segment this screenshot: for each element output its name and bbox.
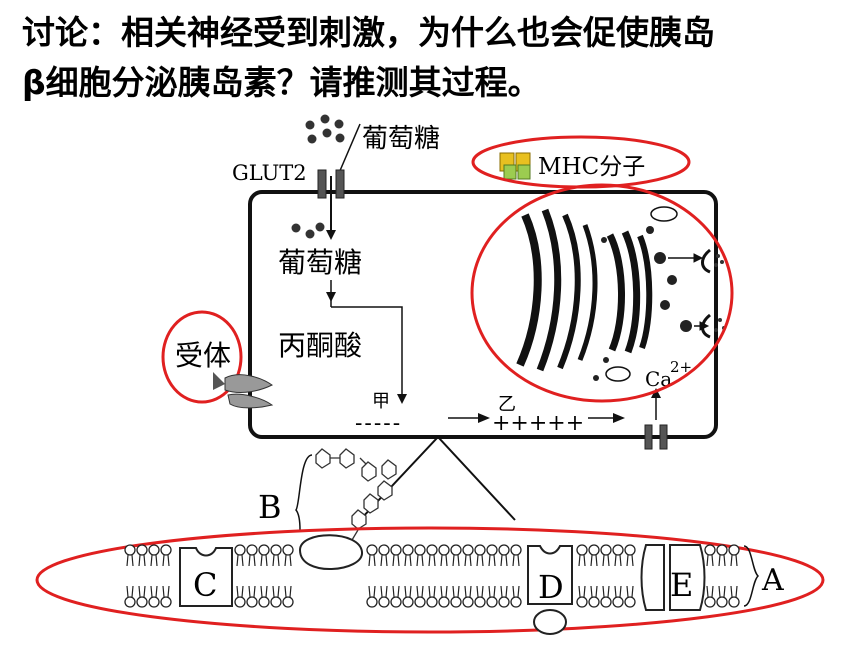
receptor-highlight-circle: [161, 310, 243, 404]
yi-label: 乙: [498, 394, 516, 415]
mhc-molecule-icon: [499, 152, 531, 180]
calcium-charge-label: 2+: [670, 358, 692, 376]
receptor-protein: [213, 372, 274, 409]
glut2-transporter: [317, 169, 345, 240]
glucose-label-inside: 葡萄糖: [278, 246, 362, 279]
glycoprotein-chain: [315, 448, 397, 541]
bracket-b: [295, 454, 313, 531]
question-line-1: 讨论：相关神经受到刺激，为什么也会促使胰岛: [22, 13, 715, 52]
label-b: B: [258, 488, 282, 526]
pyruvate-label: 丙酮酸: [278, 329, 362, 362]
label-e: E: [670, 566, 693, 604]
cell-membrane-outline: [248, 190, 718, 439]
membrane-highlight-ellipse: [35, 526, 825, 634]
golgi-er-region: [516, 206, 726, 382]
positive-charges: +++++: [492, 411, 584, 436]
question-text: 讨论：相关神经受到刺激，为什么也会促使胰岛 β细胞分泌胰岛素？请推测其过程。: [22, 8, 842, 108]
protein-d: [527, 545, 573, 635]
label-a: A: [761, 563, 784, 598]
protein-c: [179, 547, 233, 607]
glycoprotein-b-protein: [298, 534, 364, 570]
jia-label: 甲: [372, 391, 390, 412]
calcium-channel: [644, 388, 668, 450]
question-line-2: β细胞分泌胰岛素？请推测其过程。: [22, 63, 541, 102]
glucose-molecules-outside: [305, 114, 345, 144]
receptor-label: 受体: [175, 339, 231, 372]
label-c: C: [193, 566, 217, 604]
label-d: D: [538, 568, 564, 606]
mhc-label: MHC分子: [538, 154, 645, 180]
protein-e: [640, 544, 706, 611]
zoom-lines: [359, 435, 516, 521]
secretion-highlight-circle: [470, 183, 734, 403]
negative-charges: -----: [355, 411, 402, 436]
bracket-a: [743, 545, 760, 607]
glucose-molecules-inside: [291, 222, 325, 239]
glut2-label: GLUT2: [232, 161, 307, 185]
glucose-label-outside: 葡萄糖: [362, 124, 440, 154]
